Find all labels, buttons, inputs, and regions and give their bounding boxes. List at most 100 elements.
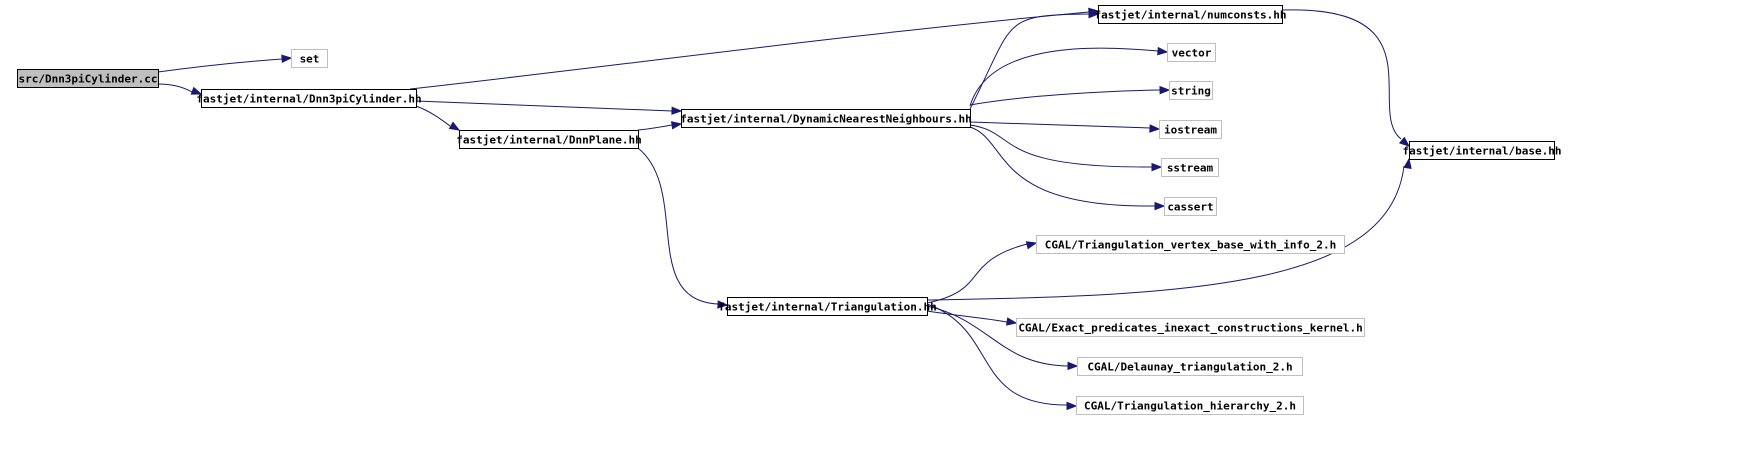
edge-line xyxy=(969,124,1153,168)
node-label: string xyxy=(1171,85,1211,98)
node-label: set xyxy=(300,53,320,66)
node-plane[interactable]: fastjet/internal/DnnPlane.hh xyxy=(456,130,642,149)
node-cassert: cassert xyxy=(1164,197,1217,216)
edge-tri-to-delaunay xyxy=(926,305,1079,371)
node-box xyxy=(1077,357,1303,376)
node-box xyxy=(1164,197,1217,216)
edge-line xyxy=(969,89,1161,106)
edge-root-to-cyl xyxy=(157,83,203,95)
edge-dnn-to-numconsts xyxy=(969,9,1100,110)
edge-line xyxy=(415,100,673,112)
arrowhead xyxy=(1066,401,1078,411)
node-label: fastjet/internal/numconsts.hh xyxy=(1094,9,1286,22)
node-box xyxy=(1159,120,1222,139)
arrowhead xyxy=(1151,162,1163,172)
node-box xyxy=(459,130,639,149)
node-box xyxy=(1161,158,1219,177)
arrowhead xyxy=(1025,241,1038,250)
arrowhead xyxy=(1088,9,1100,19)
edge-line xyxy=(926,310,1008,323)
arrowhead xyxy=(1159,85,1171,95)
edge-cyl-to-numconsts xyxy=(409,7,1100,90)
arrowhead xyxy=(190,86,203,95)
node-vector: vector xyxy=(1167,43,1216,62)
node-box xyxy=(201,89,417,108)
edge-line xyxy=(415,105,451,127)
node-label: vector xyxy=(1172,47,1212,60)
arrowhead xyxy=(1154,201,1166,211)
node-label: sstream xyxy=(1167,162,1214,175)
node-cyl[interactable]: fastjet/internal/Dnn3piCylinder.hh xyxy=(196,89,422,108)
edge-line xyxy=(157,58,283,73)
edge-dnn-to-cassert xyxy=(969,126,1166,211)
arrowhead xyxy=(1149,124,1161,133)
node-box xyxy=(291,49,328,68)
edge-line xyxy=(926,303,1068,406)
edge-cyl-to-plane xyxy=(415,105,461,131)
edge-line xyxy=(926,305,1069,367)
node-box xyxy=(1409,141,1555,160)
node-hier: CGAL/Triangulation_hierarchy_2.h xyxy=(1076,396,1304,415)
node-delaunay: CGAL/Delaunay_triangulation_2.h xyxy=(1077,357,1303,376)
node-label: fastjet/internal/DnnPlane.hh xyxy=(456,134,641,147)
arrowhead xyxy=(1005,317,1018,326)
edge-dnn-to-vector xyxy=(969,46,1169,107)
arrowhead xyxy=(1398,136,1411,147)
node-label: fastjet/internal/Dnn3piCylinder.hh xyxy=(196,93,421,106)
edge-dnn-to-sstream xyxy=(969,124,1163,172)
node-box xyxy=(1036,235,1345,254)
node-set: set xyxy=(291,49,328,68)
node-dnn[interactable]: fastjet/internal/DynamicNearestNeighbour… xyxy=(680,109,972,128)
node-label: iostream xyxy=(1164,124,1217,137)
arrowhead xyxy=(1403,157,1412,169)
arrowhead xyxy=(281,54,293,63)
node-box xyxy=(17,69,159,88)
edge-cyl-to-dnn xyxy=(415,100,683,115)
edge-dnn-to-string xyxy=(969,85,1171,106)
edge-dnn-to-iostream xyxy=(969,121,1161,133)
node-box xyxy=(727,297,928,316)
node-layer: src/Dnn3piCylinder.cc set fastjet/internal… xyxy=(17,5,1562,415)
edge-line xyxy=(157,83,193,93)
arrowhead xyxy=(1157,46,1169,56)
node-numconsts[interactable]: fastjet/internal/numconsts.hh xyxy=(1094,5,1287,24)
edge-tri-to-base xyxy=(926,157,1412,301)
edge-line xyxy=(969,121,1151,129)
node-label: CGAL/Delaunay_triangulation_2.h xyxy=(1087,361,1292,374)
node-label: fastjet/internal/DynamicNearestNeighbour… xyxy=(680,113,971,126)
node-label: CGAL/Triangulation_vertex_base_with_info… xyxy=(1045,239,1336,252)
edge-root-to-set xyxy=(157,54,293,73)
node-base[interactable]: fastjet/internal/base.hh xyxy=(1403,141,1562,160)
arrowhead xyxy=(448,121,461,131)
edge-line xyxy=(969,126,1156,207)
node-box xyxy=(1169,81,1213,100)
arrowhead xyxy=(717,300,729,309)
node-tri[interactable]: fastjet/internal/Triangulation.hh xyxy=(718,297,937,316)
edge-line xyxy=(637,124,673,131)
node-label: CGAL/Exact_predicates_inexact_constructi… xyxy=(1018,322,1362,335)
node-label: CGAL/Triangulation_hierarchy_2.h xyxy=(1084,400,1296,413)
edge-line xyxy=(926,165,1405,301)
edge-line xyxy=(1281,9,1402,140)
edge-tri-to-exact xyxy=(926,310,1018,326)
node-label: fastjet/internal/base.hh xyxy=(1403,145,1562,158)
node-sstream: sstream xyxy=(1161,158,1219,177)
node-box xyxy=(1016,318,1365,337)
node-iostream: iostream xyxy=(1159,120,1222,139)
edge-numconsts-to-base xyxy=(1281,9,1411,147)
node-label: fastjet/internal/Triangulation.hh xyxy=(718,301,937,314)
node-label: src/Dnn3piCylinder.cc xyxy=(18,73,157,86)
arrowhead xyxy=(1067,361,1079,371)
node-box xyxy=(1076,396,1304,415)
edge-line xyxy=(969,47,1159,107)
node-string: string xyxy=(1169,81,1213,100)
edge-tri-to-hier xyxy=(926,303,1078,411)
node-box xyxy=(1167,43,1216,62)
arrowhead xyxy=(670,121,683,130)
edge-line xyxy=(637,147,719,305)
node-label: cassert xyxy=(1167,201,1213,214)
node-box xyxy=(1098,5,1283,24)
edge-layer xyxy=(157,7,1412,411)
edge-line xyxy=(969,13,1090,110)
